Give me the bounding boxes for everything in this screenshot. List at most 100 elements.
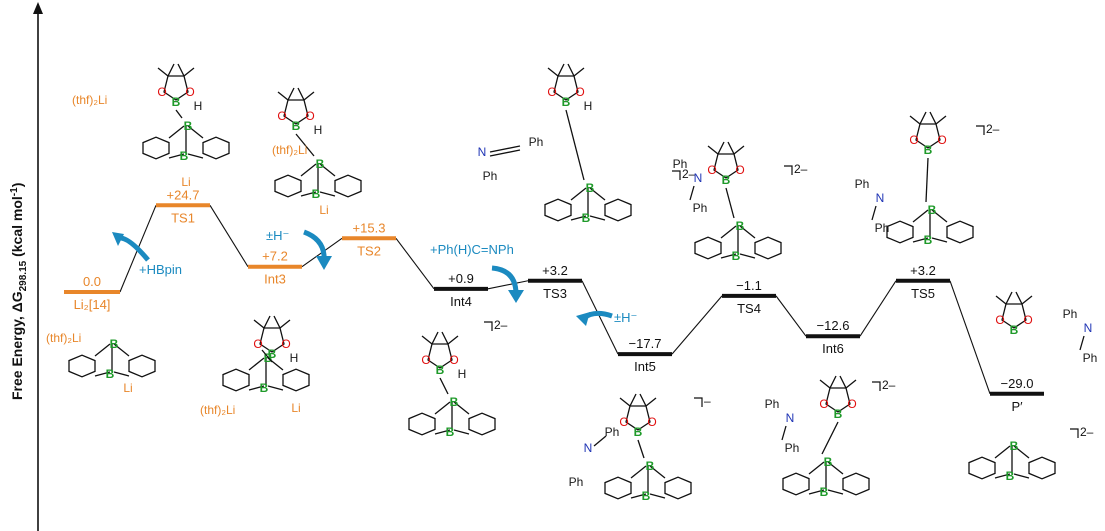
y-axis: Free Energy, ΔG298.15 (kcal mol-1) xyxy=(9,2,43,531)
atom-label: B xyxy=(820,485,829,499)
charge-ts5: 2– xyxy=(976,122,1000,136)
atom-label: B xyxy=(268,347,277,361)
level-value: −17.7 xyxy=(629,336,662,351)
profile-connectors xyxy=(119,205,991,394)
atom-label: O xyxy=(707,163,716,177)
profile-connector xyxy=(671,295,723,355)
atom-label: O xyxy=(277,109,286,123)
atom-label: B xyxy=(450,395,459,409)
level-value: +7.2 xyxy=(262,249,288,264)
atom-label: N xyxy=(694,171,703,185)
atom-label: Ph xyxy=(483,169,498,183)
atom-label: Ph xyxy=(1063,307,1078,321)
atom-label: O xyxy=(647,415,656,429)
level-name: TS1 xyxy=(171,210,195,225)
energy-levels: 0.0Li₂[14]+24.7TS1+7.2Int3+15.3TS2+0.9In… xyxy=(64,187,1044,414)
atom-label: O xyxy=(253,337,262,351)
charge-label: 2– xyxy=(682,167,696,181)
level-11: −29.0P′ xyxy=(990,376,1044,414)
reagent-hydride-1: ±H⁻ xyxy=(266,228,332,270)
atom-label: O xyxy=(735,163,744,177)
atom-label: B xyxy=(184,119,193,133)
atom-label: Ph xyxy=(605,425,620,439)
charge-int4: 2– xyxy=(484,318,508,332)
atom-label: B xyxy=(562,95,571,109)
curved-arrow-head-icon xyxy=(112,232,124,246)
level-name: Int5 xyxy=(634,359,656,374)
atom-label: B xyxy=(722,173,731,187)
charge-label: 2– xyxy=(794,162,808,176)
atom-label: Ph xyxy=(855,177,870,191)
atom-label: N xyxy=(584,441,593,455)
charge-label: – xyxy=(704,394,711,408)
atom-label: O xyxy=(819,397,828,411)
level-value: 0.0 xyxy=(83,274,101,289)
reagent-label-hydride-2: ±H⁻ xyxy=(614,310,637,325)
atom-label: H xyxy=(194,99,203,113)
atom-label: N xyxy=(1084,321,1093,335)
charge-int5: – xyxy=(694,394,711,408)
level-value: +15.3 xyxy=(353,220,386,235)
atom-label: B xyxy=(732,249,741,263)
atom-label: O xyxy=(847,397,856,411)
atom-label: H xyxy=(290,351,299,365)
charge-label: 2– xyxy=(986,122,1000,136)
atom-label: B xyxy=(824,455,833,469)
thf-li-label: (thf)₂Li xyxy=(72,93,107,107)
li-label: Li xyxy=(181,175,190,189)
atom-label: Ph xyxy=(529,135,544,149)
atom-label: B xyxy=(316,157,325,171)
curved-arrow-head-icon xyxy=(508,290,524,303)
atom-label: Ph xyxy=(785,441,800,455)
atom-label: O xyxy=(157,85,166,99)
curved-arrow-icon xyxy=(117,235,150,262)
profile-connector xyxy=(487,280,529,290)
atom-label: O xyxy=(937,133,946,147)
curved-arrow-head-icon xyxy=(576,312,590,326)
atom-label: B xyxy=(586,181,595,195)
profile-connector xyxy=(209,205,249,268)
level-name: P′ xyxy=(1011,399,1023,414)
profile-connector xyxy=(859,280,897,337)
li-label: Li xyxy=(123,381,132,395)
atom-label: B xyxy=(924,143,933,157)
atom-label: Ph xyxy=(875,221,890,235)
level-value: +3.2 xyxy=(910,263,936,278)
level-value: +0.9 xyxy=(448,271,474,286)
level-value: −29.0 xyxy=(1001,376,1034,391)
level-name: Li₂[14] xyxy=(74,297,111,312)
level-name: TS2 xyxy=(357,243,381,258)
charge-p: 2– xyxy=(1070,425,1094,439)
profile-connector xyxy=(775,295,807,337)
molecule-p: BB xyxy=(968,439,1056,483)
li-label: Li xyxy=(319,203,328,217)
reagent-label-imine: +Ph(H)C=NPh xyxy=(430,242,514,257)
atom-label: B xyxy=(642,489,651,503)
atom-label: B xyxy=(180,149,189,163)
atom-label: B xyxy=(736,219,745,233)
atom-label: B xyxy=(1010,323,1019,337)
atom-label: B xyxy=(834,407,843,421)
li-label: Li xyxy=(291,401,300,415)
level-value: +24.7 xyxy=(167,187,200,202)
charge-label: 2– xyxy=(882,378,896,392)
profile-connector xyxy=(949,280,991,394)
thf-li-label: (thf)₂Li xyxy=(200,403,235,417)
atom-label: N xyxy=(786,411,795,425)
y-axis-label: Free Energy, ΔG298.15 (kcal mol-1) xyxy=(9,183,29,400)
